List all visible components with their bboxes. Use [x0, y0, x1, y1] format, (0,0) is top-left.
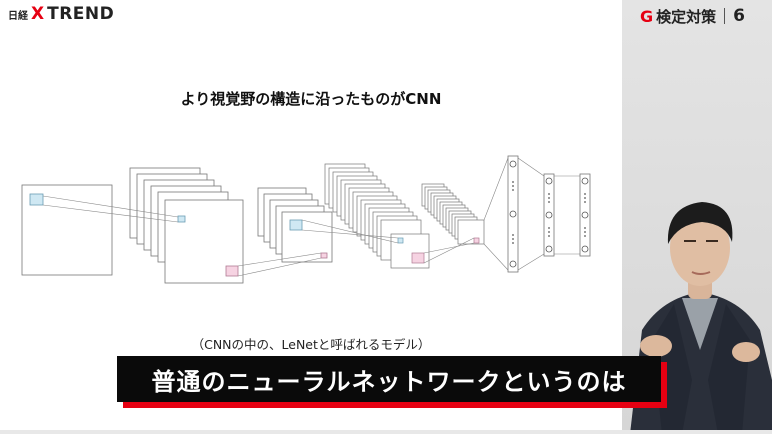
pool1-feature-maps	[257, 187, 333, 263]
subtitle-box: 普通のニューラルネットワークというのは	[117, 356, 661, 402]
g-kentei-logo: G	[640, 6, 654, 26]
series-divider	[724, 8, 726, 24]
output-layer	[579, 173, 591, 257]
connection-lines	[42, 157, 580, 277]
brand-nikkei-text: 日経	[8, 11, 28, 22]
conv1-feature-maps	[129, 167, 244, 284]
lenet-architecture-diagram	[21, 155, 591, 284]
nikkei-xtrend-logo: 日経 X TREND	[8, 4, 114, 24]
fully-connected-layer-2	[543, 173, 555, 257]
brand-x-letter: X	[31, 4, 45, 24]
fully-connected-layer-1	[507, 155, 519, 273]
series-badge: G 検定対策 6	[640, 4, 745, 28]
brand-trend-text: TREND	[47, 4, 115, 24]
diagram-caption: （CNNの中の、LeNetと呼ばれるモデル）	[191, 337, 431, 352]
subtitle-text: 普通のニューラルネットワークというのは	[151, 367, 627, 396]
input-image	[21, 184, 113, 276]
episode-number: 6	[733, 6, 745, 26]
pool2-feature-maps	[421, 183, 485, 245]
bottom-strip	[0, 430, 772, 434]
series-title: 検定対策	[656, 7, 717, 26]
slide-title: より視覚野の構造に沿ったものがCNN	[180, 90, 442, 108]
conv2-feature-maps	[324, 163, 430, 269]
